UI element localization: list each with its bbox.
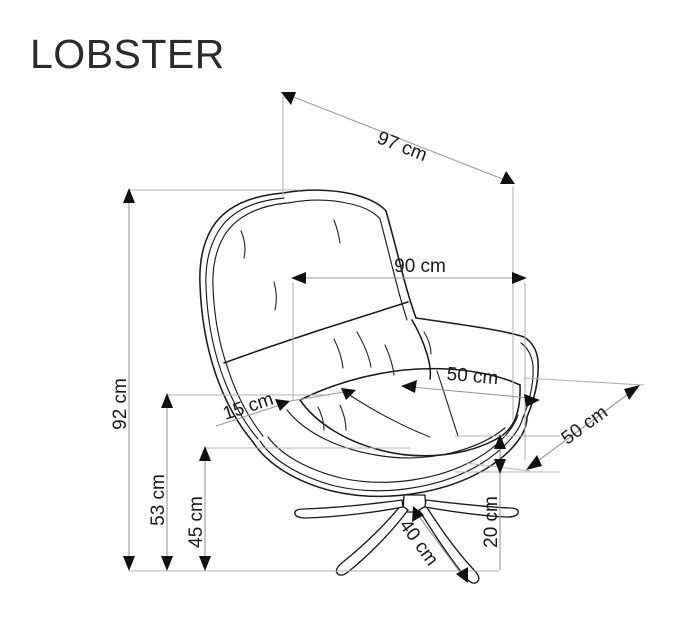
arrow-97-left bbox=[281, 92, 296, 105]
seat-crease-1 bbox=[344, 391, 431, 438]
chair-illustration bbox=[199, 189, 539, 584]
dimension-92cm: 92 cm bbox=[110, 188, 500, 572]
arrow-50-depth-high bbox=[624, 385, 640, 400]
base-leg-back-right bbox=[424, 499, 519, 518]
dim-line-15 bbox=[215, 403, 284, 427]
dim-line-50-width bbox=[410, 386, 531, 399]
arrow-45-down bbox=[199, 556, 211, 571]
seat-stitch-1 bbox=[317, 406, 325, 431]
dimension-label-50cm-width: 50 cm bbox=[446, 364, 499, 389]
backrest-stitch-2 bbox=[333, 219, 341, 244]
seat-bowl-inner bbox=[286, 409, 506, 459]
page-title: LOBSTER bbox=[30, 31, 225, 77]
dim-line-15-tail bbox=[289, 390, 351, 402]
dimension-20cm: 20 cm bbox=[455, 434, 560, 570]
arrow-50-width-right bbox=[524, 394, 540, 407]
seat-cushion-front bbox=[299, 384, 521, 457]
arm-left-front-seam bbox=[411, 319, 432, 380]
arrow-53-up bbox=[161, 393, 173, 408]
backrest-top-edge bbox=[282, 189, 387, 212]
arrow-15-tail-arrow bbox=[341, 388, 356, 400]
dimension-label-15cm: 15 cm bbox=[220, 389, 276, 425]
backrest-right-edge bbox=[385, 210, 417, 319]
seat-stitch-2 bbox=[339, 404, 347, 431]
arrow-50-width-left bbox=[401, 380, 417, 393]
arrow-45-up bbox=[199, 446, 211, 461]
arrow-50-depth-low bbox=[526, 455, 542, 470]
arrow-15-right bbox=[275, 399, 290, 411]
dimension-label-92cm: 92 cm bbox=[110, 378, 131, 430]
arrow-92-down bbox=[123, 556, 135, 571]
base-leg-front-right bbox=[418, 505, 480, 584]
backrest-stitch-4 bbox=[333, 338, 344, 369]
dim-line-97 bbox=[290, 95, 506, 181]
dimension-45cm: 45 cm bbox=[186, 446, 410, 571]
arrow-40-up bbox=[412, 506, 424, 522]
dimension-90cm: 90 cm bbox=[291, 256, 527, 460]
dimension-50cm-width: 50 cm bbox=[401, 364, 540, 407]
dim-line-50-depth bbox=[534, 391, 632, 464]
backrest-cushion-outline bbox=[287, 199, 408, 321]
dimension-label-90cm: 90 cm bbox=[394, 256, 446, 277]
backrest-stitch-1 bbox=[240, 230, 246, 259]
arrow-20-down bbox=[494, 459, 506, 474]
seat-cushion-top bbox=[299, 367, 521, 401]
shell-outer-edge-inner2 bbox=[212, 202, 288, 437]
base-leg-front-left bbox=[335, 504, 409, 576]
dimension-50cm-depth: 50 cm bbox=[465, 377, 645, 472]
arrow-40-down bbox=[456, 567, 468, 583]
arrow-97-right bbox=[500, 171, 515, 184]
dimension-label-53cm: 53 cm bbox=[148, 474, 169, 526]
arrow-90-left bbox=[291, 272, 306, 284]
dimension-label-50cm-depth: 50 cm bbox=[558, 402, 612, 449]
shell-outer-edge bbox=[199, 192, 284, 443]
seat-pod-outer-inner bbox=[259, 416, 524, 492]
backrest-stitch-6 bbox=[384, 344, 395, 376]
backrest-stitch-5 bbox=[356, 331, 372, 368]
dimension-label-20cm: 20 cm bbox=[481, 496, 502, 548]
arrow-20-up bbox=[494, 434, 506, 449]
shell-outer-edge-inner1 bbox=[205, 197, 285, 440]
armrest-right-top bbox=[415, 317, 525, 338]
armrest-stitch-1 bbox=[423, 331, 432, 355]
arrow-90-right bbox=[512, 272, 527, 284]
seat-crease-2 bbox=[436, 370, 459, 437]
dimension-label-45cm: 45 cm bbox=[186, 496, 207, 548]
dimension-53cm: 53 cm bbox=[148, 393, 330, 571]
back-seat-seam bbox=[223, 301, 409, 364]
backrest-stitch-3 bbox=[273, 281, 277, 311]
arrow-53-down bbox=[161, 556, 173, 571]
base-leg-back-left bbox=[294, 499, 404, 519]
ext-line-50-depth-top bbox=[523, 377, 645, 386]
dim-line-40 bbox=[417, 514, 463, 576]
dimension-label-97cm: 97 cm bbox=[374, 128, 430, 166]
arrow-92-up bbox=[123, 188, 135, 203]
